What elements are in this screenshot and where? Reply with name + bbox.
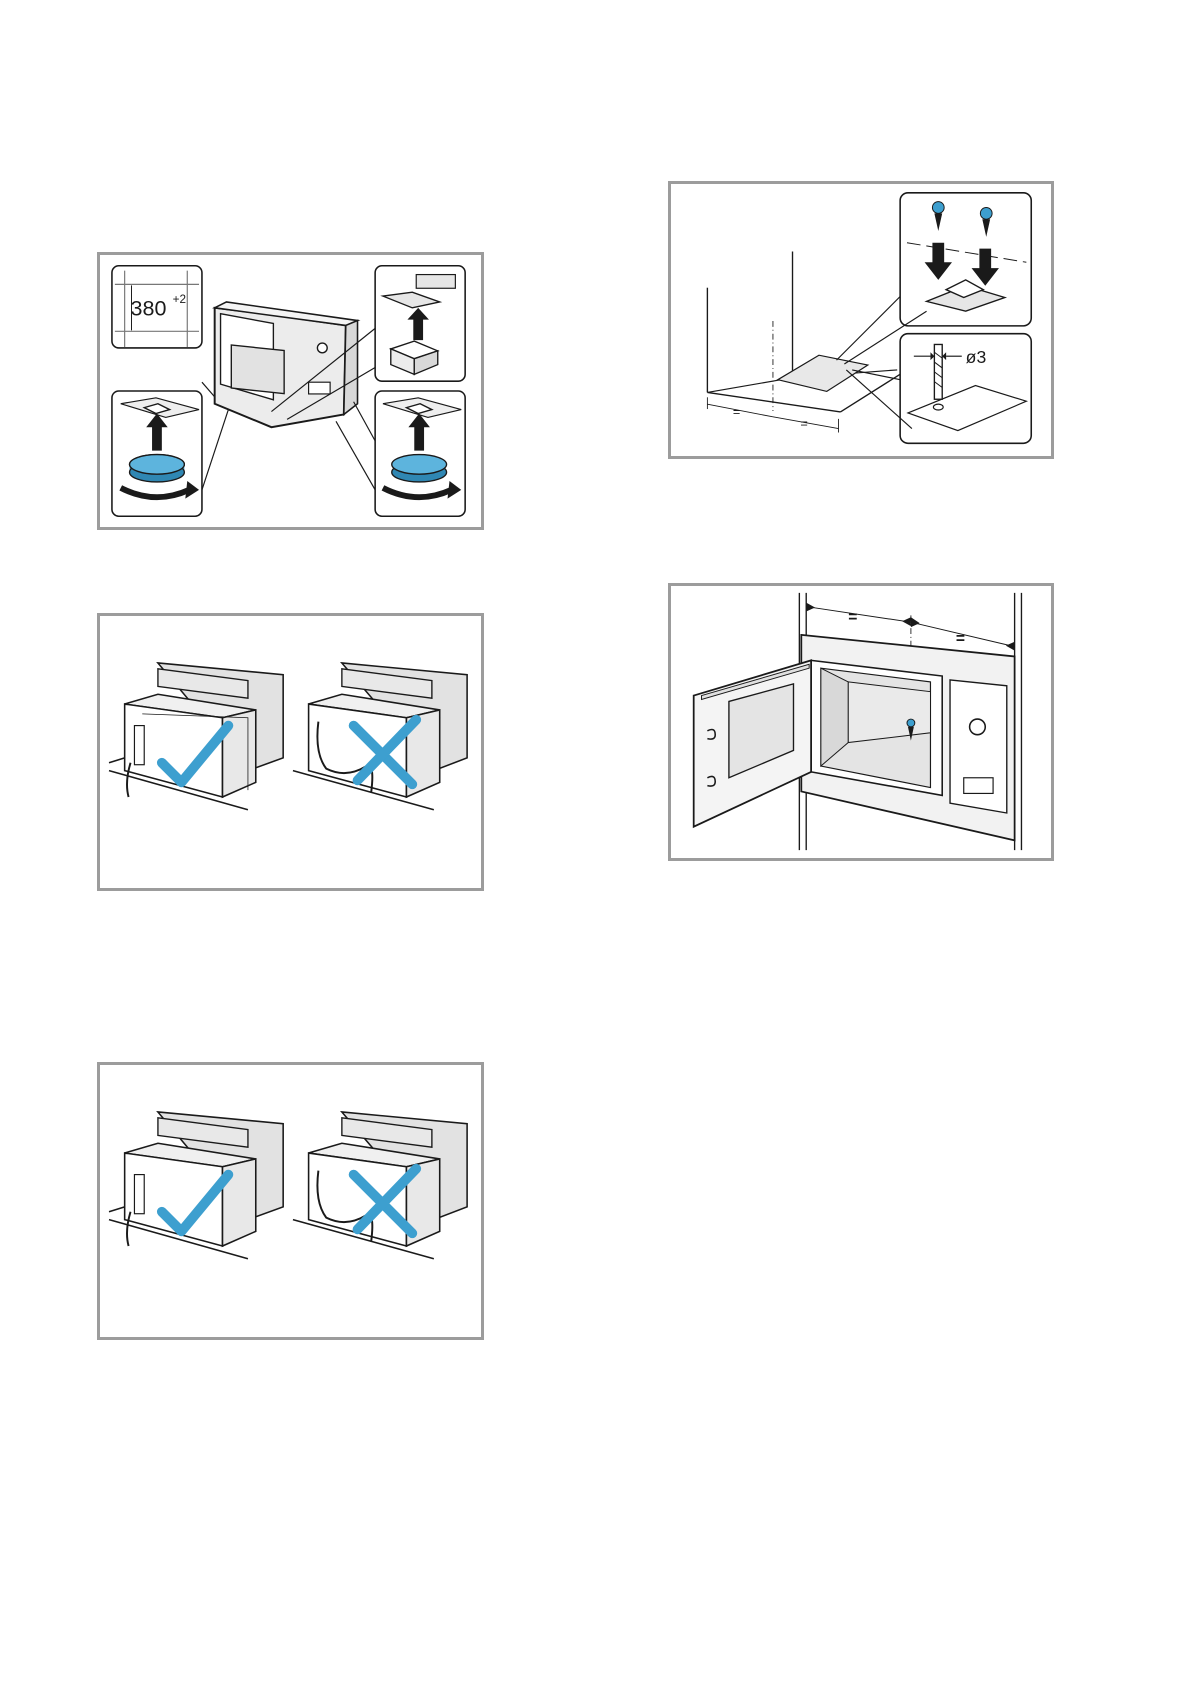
microwave-appliance	[801, 635, 1014, 840]
equal-mark-right: =	[800, 416, 807, 431]
equal-mark-left: =	[733, 404, 740, 419]
bracket-fixing-illustration: = = ø3	[671, 184, 1051, 456]
microwave-appliance	[215, 302, 358, 427]
height-dimension-value: 380	[131, 297, 167, 321]
cable-routing-illustration-1	[100, 616, 481, 888]
incorrect-installation	[293, 663, 467, 810]
screw-icon	[907, 719, 915, 727]
equal-mark-right: =	[956, 631, 965, 648]
screw-icon	[980, 207, 992, 219]
cable-routing-illustration-2	[100, 1065, 481, 1337]
foot-inset-left	[112, 391, 202, 516]
figure-bracket-fixing: = = ø3	[668, 181, 1054, 459]
open-door	[694, 660, 811, 826]
drill-diameter-label: ø3	[966, 347, 987, 367]
equal-mark-left: =	[848, 609, 857, 626]
drill-inset: ø3	[900, 334, 1031, 444]
correct-installation	[109, 663, 283, 810]
centering-appliance-illustration: = =	[671, 586, 1051, 858]
screw-inset	[900, 193, 1031, 326]
foot-inset-right	[375, 391, 465, 516]
figure-installation-height: 380 +2	[97, 252, 484, 530]
figure-centering-appliance: = =	[668, 583, 1054, 861]
bracket-inset	[375, 266, 465, 381]
correct-installation	[109, 1112, 283, 1259]
figure-cable-routing-1	[97, 613, 484, 891]
incorrect-installation	[293, 1112, 467, 1259]
adjustable-foot	[392, 455, 447, 475]
installation-height-illustration: 380 +2	[100, 255, 481, 527]
figure-cable-routing-2	[97, 1062, 484, 1340]
height-inset: 380 +2	[112, 266, 202, 348]
cabinet-floor: = =	[707, 252, 907, 433]
screw-icon	[932, 202, 944, 214]
height-dimension-tolerance: +2	[173, 293, 186, 306]
